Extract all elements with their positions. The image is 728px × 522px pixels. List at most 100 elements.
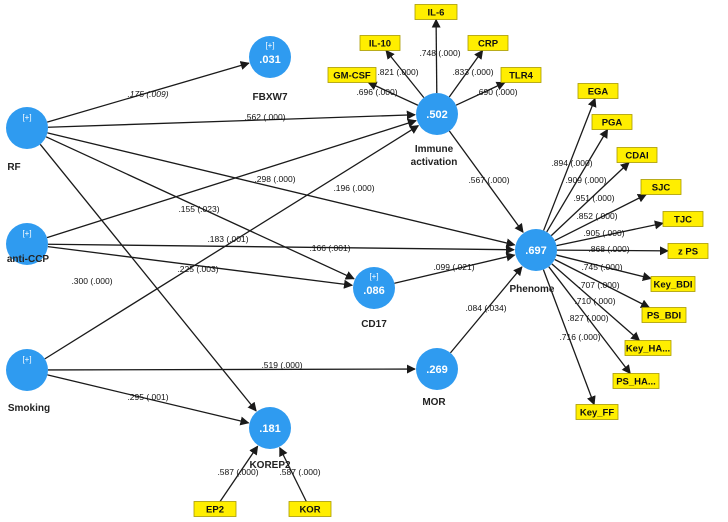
r-squared-value: .181 <box>259 423 280 435</box>
indicator-label: EP2 <box>206 505 224 516</box>
indicator-box <box>414 4 458 20</box>
indicator-il6[interactable]: IL-6 <box>414 4 458 20</box>
indicator-label: Key_FF <box>580 408 615 419</box>
indicator-gmcsf[interactable]: GM-CSF <box>327 67 377 83</box>
loading-arrow-psbdi <box>554 258 651 309</box>
indicator-label: GM-CSF <box>333 71 371 82</box>
loading-label-il6: .748 (.000) <box>419 48 460 58</box>
indicator-label: IL-10 <box>369 39 391 50</box>
indicator-kor[interactable]: KOR <box>288 501 332 517</box>
indicator-il10[interactable]: IL-10 <box>359 35 401 51</box>
r-squared-value: .697 <box>525 245 546 257</box>
loading-label-gmcsf: .696 (.000) <box>356 87 397 97</box>
path-coefficient-rf-phenome: .196 (.000) <box>333 183 374 193</box>
latent-smoking[interactable]: [+] Smoking <box>6 349 50 414</box>
path-coefficient-anticcp-phenome: .183 (.001) <box>207 234 248 244</box>
path-arrow-anticcp-cd17 <box>47 245 354 289</box>
expand-icon[interactable]: [+] <box>369 272 378 281</box>
indicator-box <box>640 179 682 195</box>
r-squared-value: .086 <box>363 285 384 297</box>
indicator-pga[interactable]: PGA <box>591 114 633 130</box>
path-arrow-anticcp-phenome <box>47 243 515 255</box>
path-arrow-rf-immune <box>47 110 416 128</box>
indicator-label: CRP <box>478 39 499 50</box>
indicator-zps[interactable]: z PS <box>667 243 709 259</box>
loading-label-keyff: .716 (.000) <box>559 332 600 342</box>
expand-icon[interactable]: [+] <box>22 229 31 238</box>
indicator-tjc[interactable]: TJC <box>662 211 704 227</box>
path-coefficient-rf-korep2: .300 (.000) <box>71 276 112 286</box>
indicator-keybdi[interactable]: Key_BDI <box>650 276 696 292</box>
loading-arrow-il6 <box>431 18 441 94</box>
indicator-box <box>467 35 509 51</box>
latent-circle <box>6 349 48 391</box>
path-arrow-anticcp-immune <box>46 118 417 239</box>
loading-arrow-gmcsf <box>367 81 419 106</box>
latent-anticcp[interactable]: [+]anti-CCP <box>6 223 49 265</box>
expand-icon[interactable]: [+] <box>22 355 31 364</box>
indicator-sjc[interactable]: SJC <box>640 179 682 195</box>
loading-label-psbdi: .707 (.000) <box>578 280 619 290</box>
path-coefficient-immune-phenome: .567 (.000) <box>468 175 509 185</box>
indicator-label: PS_HA... <box>616 377 656 388</box>
path-arrow-rf-korep2 <box>39 143 257 412</box>
indicator-label: TJC <box>674 215 692 226</box>
indicator-label: TLR4 <box>509 71 533 82</box>
expand-icon[interactable]: [+] <box>265 41 274 50</box>
r-squared-value: .269 <box>426 364 447 376</box>
indicator-box <box>616 147 658 163</box>
loading-arrow-zps <box>556 246 669 256</box>
latent-label: FBXW7 <box>253 92 288 103</box>
loading-arrow-il10 <box>385 49 425 99</box>
indicator-psha[interactable]: PS_HA... <box>612 373 660 389</box>
indicator-box <box>575 404 619 420</box>
latent-circle <box>416 93 458 135</box>
loading-arrow-ega <box>543 97 597 231</box>
loading-label-tjc: .905 (.000) <box>583 228 624 238</box>
indicator-tlr4[interactable]: TLR4 <box>500 67 542 83</box>
loading-label-pga: .909 (.000) <box>565 175 606 185</box>
indicator-crp[interactable]: CRP <box>467 35 509 51</box>
indicator-label: KOR <box>299 505 320 516</box>
loading-arrow-psha <box>548 266 631 375</box>
indicator-keyha[interactable]: Key_HA... <box>624 340 672 356</box>
loading-arrow-keyha <box>551 263 641 342</box>
path-coefficient-cd17-phenome: .099 (.021) <box>433 262 474 272</box>
loading-label-crp: .833 (.000) <box>452 67 493 77</box>
latent-label: KOREP2 <box>249 460 291 471</box>
indicator-box <box>193 501 237 517</box>
indicator-keyff[interactable]: Key_FF <box>575 404 619 420</box>
latent-rf[interactable]: [+]RF <box>6 107 48 173</box>
latent-circle <box>6 223 48 265</box>
edges-layer: .175 (.009).562 (.000).196 (.000).155 (.… <box>39 18 669 502</box>
latent-label: Smoking <box>8 403 50 414</box>
indicator-ep2[interactable]: EP2 <box>193 501 237 517</box>
loading-label-zps: .868 (.000) <box>588 244 629 254</box>
loading-label-ega: .894 (.000) <box>551 158 592 168</box>
path-coefficient-anticcp-cd17: .225 (.003) <box>177 264 218 274</box>
loading-arrow-cdai <box>550 161 630 237</box>
latent-variables-layer: [+]RF[+]anti-CCP[+]Smoking[+].031FBXW7.5… <box>6 36 557 471</box>
path-arrow-rf-cd17 <box>45 136 355 280</box>
loading-label-cdai: .951 (.000) <box>573 193 614 203</box>
indicator-box <box>612 373 660 389</box>
path-arrow-smoking-korep2 <box>47 374 250 426</box>
indicator-label: IL-6 <box>428 8 445 19</box>
indicator-cdai[interactable]: CDAI <box>616 147 658 163</box>
indicator-psbdi[interactable]: PS_BDI <box>641 307 687 323</box>
path-coefficient-anticcp-immune: .298 (.000) <box>254 174 295 184</box>
indicator-ega[interactable]: EGA <box>577 83 619 99</box>
loading-arrow-crp <box>448 49 484 98</box>
indicator-box <box>667 243 709 259</box>
loading-label-keyha: .710 (.000) <box>574 296 615 306</box>
latent-label: CD17 <box>361 319 387 330</box>
expand-icon[interactable]: [+] <box>22 113 31 122</box>
indicator-box <box>662 211 704 227</box>
